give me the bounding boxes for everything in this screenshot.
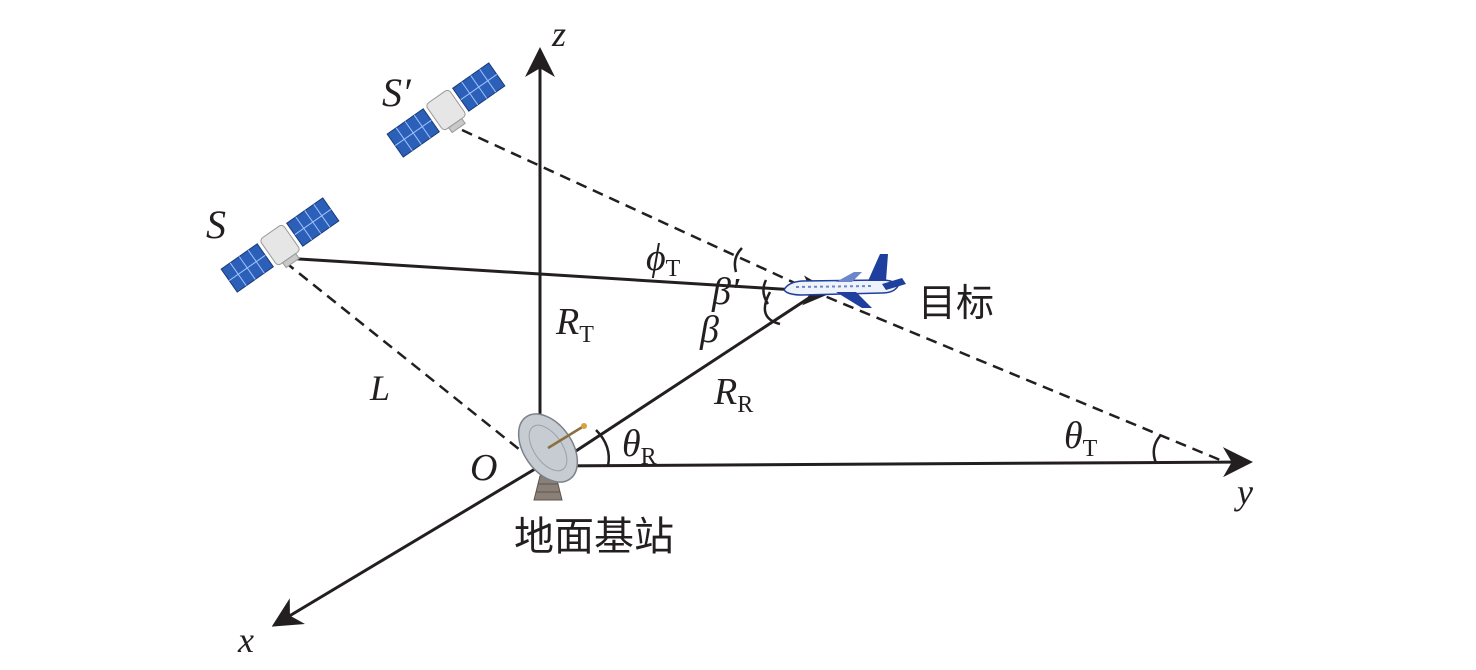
aircraft-icon bbox=[783, 254, 906, 308]
arc-phi-t bbox=[733, 247, 743, 273]
arc-theta-t bbox=[1152, 435, 1161, 464]
angle-beta-prime-label: β′ bbox=[711, 271, 740, 313]
angle-theta-R-subscript: R bbox=[641, 444, 657, 470]
origin-label: O bbox=[470, 447, 497, 489]
x-axis bbox=[271, 464, 541, 627]
dashed-line-target-to-y bbox=[809, 288, 1226, 464]
angle-theta-R-label: θR bbox=[622, 423, 657, 470]
angle-theta-T-main: θ bbox=[1064, 415, 1083, 457]
satellite-s-prime-label: S′ bbox=[382, 70, 412, 115]
target-label: 目标 bbox=[918, 281, 994, 325]
segment-R-R-main: R bbox=[713, 371, 737, 413]
satellite-dish-icon bbox=[517, 413, 587, 501]
angle-theta-T-label: θT bbox=[1064, 415, 1098, 462]
arc-theta-r bbox=[595, 429, 610, 467]
z-axis-label: z bbox=[551, 14, 566, 54]
satellite-s-label: S bbox=[206, 202, 226, 247]
segment-R-R-subscript: R bbox=[737, 392, 753, 418]
y-axis-label: y bbox=[1234, 472, 1253, 512]
segment-L-label: L bbox=[369, 368, 390, 408]
angle-theta-T-subscript: T bbox=[1083, 436, 1098, 462]
segment-R-T-subscript: T bbox=[579, 322, 594, 348]
satellite-s-icon bbox=[220, 197, 340, 293]
segment-R-T-label: RT bbox=[555, 301, 594, 348]
y-axis bbox=[539, 447, 1253, 478]
angle-beta-label: β bbox=[699, 309, 719, 351]
line-target-to-station bbox=[545, 290, 819, 471]
satellite-s-prime-icon bbox=[386, 62, 506, 158]
angle-phi-T-subscript: T bbox=[666, 256, 681, 282]
angle-phi-T-main: ϕ bbox=[646, 237, 666, 279]
angle-theta-R-main: θ bbox=[622, 423, 641, 465]
arc-beta bbox=[763, 291, 781, 326]
dashed-line-s-prime-to-target bbox=[461, 128, 811, 292]
angle-phi-T-label: ϕT bbox=[646, 237, 681, 282]
segment-R-T-main: R bbox=[555, 301, 579, 343]
x-axis-label: x bbox=[237, 620, 254, 660]
ground-station-label: 地面基站 bbox=[514, 514, 674, 560]
dashed-line-L bbox=[284, 261, 541, 467]
line-s-to-target bbox=[282, 256, 833, 306]
segment-R-R-label: RR bbox=[713, 371, 753, 418]
